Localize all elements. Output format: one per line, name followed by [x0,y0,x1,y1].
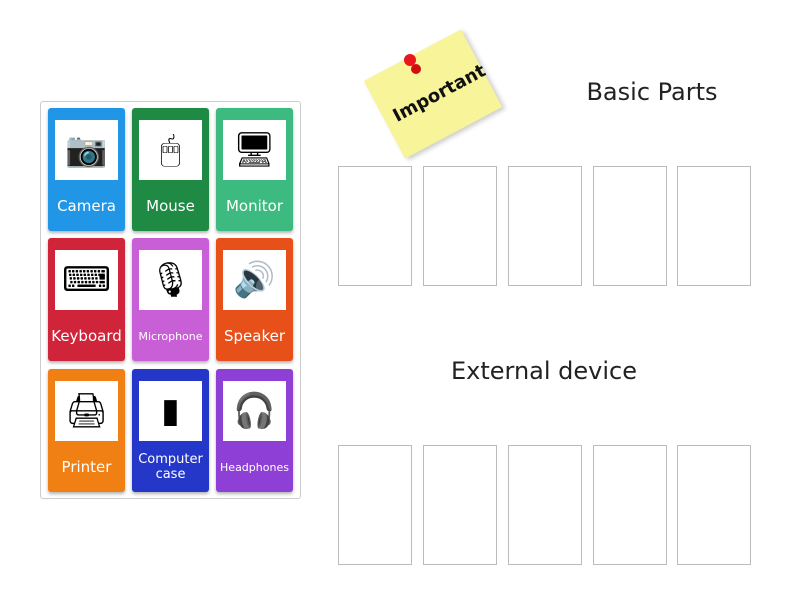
group-title-basic-parts: Basic Parts [586,78,718,106]
external-device-drop-slot-5[interactable] [677,445,751,565]
basic-parts-drop-slot-4[interactable] [593,166,667,286]
tile-headphones[interactable]: 🎧 Headphones [216,369,293,492]
pushpin-head-icon [411,64,421,74]
computer-case-icon: ▮ [139,381,202,441]
keyboard-icon: ⌨ [55,250,118,310]
group-title-external-device: External device [450,357,638,385]
microphone-icon: 🎙 [139,250,202,310]
tile-computer-case[interactable]: ▮ Computer case [132,369,209,492]
tile-mouse[interactable]: 🖱 Mouse [132,108,209,231]
tile-label: Headphones [220,460,289,474]
tile-label: Camera [57,196,116,215]
external-device-drop-slot-1[interactable] [338,445,412,565]
basic-parts-drop-slot-2[interactable] [423,166,497,286]
headphones-icon: 🎧 [223,381,286,441]
external-device-drop-slot-3[interactable] [508,445,582,565]
tile-label: Printer [61,457,112,476]
tile-camera[interactable]: 📷 Camera [48,108,125,231]
tile-label: Monitor [225,196,284,215]
tile-label: Mouse [146,196,195,215]
monitor-icon: 🖥 [223,120,286,180]
tile-microphone[interactable]: 🎙 Microphone [132,238,209,361]
important-sticky-note: Important [363,29,503,159]
speaker-icon: 🔊 [223,250,286,310]
basic-parts-drop-slot-5[interactable] [677,166,751,286]
external-device-drop-slot-2[interactable] [423,445,497,565]
tile-keyboard[interactable]: ⌨ Keyboard [48,238,125,361]
webcam-icon: 📷 [55,120,118,180]
tile-label: Keyboard [51,326,122,345]
tile-label: Computer case [138,452,203,482]
printer-icon: 🖨 [55,381,118,441]
sticky-note-text: Important [389,60,490,127]
external-device-drop-slot-4[interactable] [593,445,667,565]
tile-monitor[interactable]: 🖥 Monitor [216,108,293,231]
tile-printer[interactable]: 🖨 Printer [48,369,125,492]
basic-parts-drop-slot-3[interactable] [508,166,582,286]
mouse-icon: 🖱 [139,120,202,180]
basic-parts-drop-slot-1[interactable] [338,166,412,286]
pushpin-icon [404,54,416,66]
tile-speaker[interactable]: 🔊 Speaker [216,238,293,361]
tile-label: Speaker [223,326,285,345]
tile-label: Microphone [138,329,203,343]
